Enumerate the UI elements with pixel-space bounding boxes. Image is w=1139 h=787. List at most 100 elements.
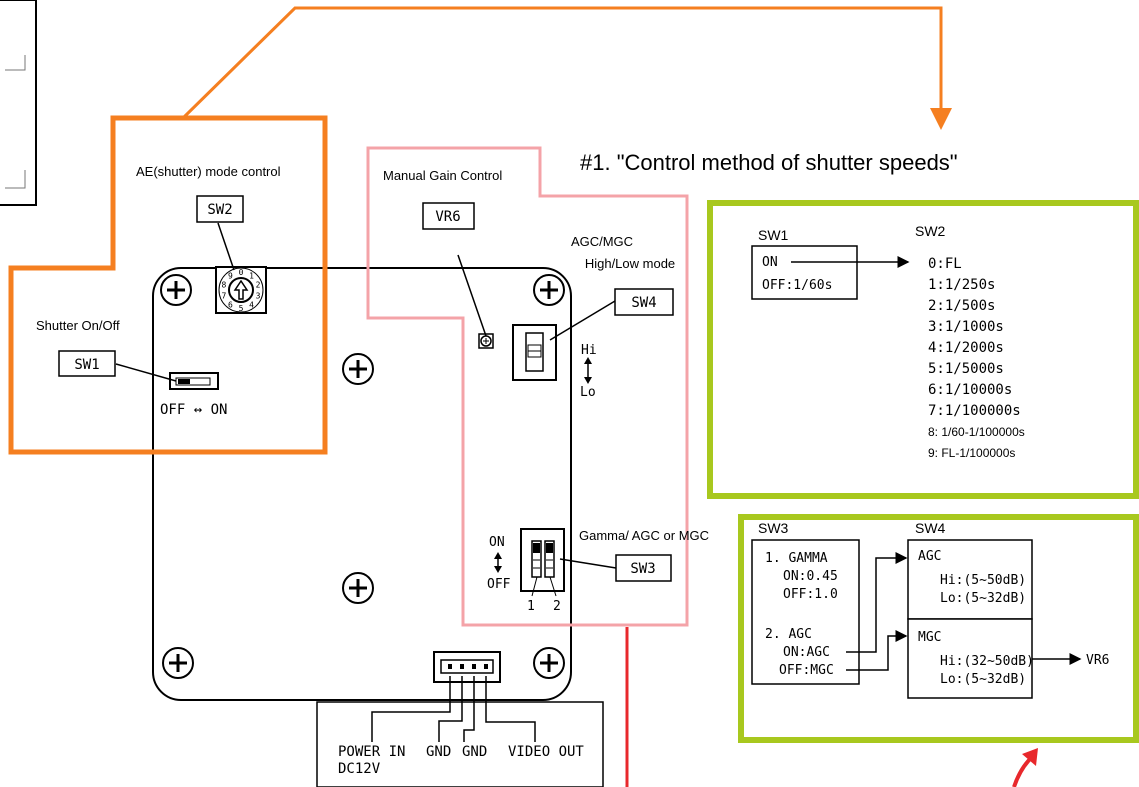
sw4-tag-box — [614, 288, 674, 316]
dial-digit: 1 — [249, 271, 254, 280]
sw3-tag: SW3 — [630, 561, 655, 577]
dial-digit: 4 — [249, 301, 254, 310]
vr6-tag-box — [422, 202, 475, 230]
pin2-label: 2 — [553, 599, 561, 614]
leader-lines — [115, 222, 617, 569]
dial-digit: 6 — [228, 301, 233, 310]
off-label: OFF — [487, 577, 511, 592]
shutter-speed-item: 7:1/100000s — [928, 403, 1021, 419]
screw-hole-bottom-right — [533, 647, 565, 679]
sw1-tag-box — [58, 350, 116, 377]
mgc-lo: Lo:(5~32dB) — [940, 672, 1026, 687]
orange-highlight-region — [8, 115, 328, 455]
video-out-label: VIDEO OUT — [508, 744, 584, 760]
shutter-speed-item: 3:1/1000s — [928, 319, 1004, 335]
high-low-label: High/Low mode — [585, 256, 675, 271]
sw1-on: ON — [762, 255, 778, 270]
red-arrow — [1012, 756, 1033, 787]
dial-digit: 2 — [256, 280, 261, 289]
agc-box — [907, 539, 1033, 620]
shutter-speed-item: 2:1/500s — [928, 298, 995, 314]
dc12v-label: DC12V — [338, 761, 381, 777]
shutter-speed-list: 0:FL 1:1/250s 2:1/500s 3:1/1000s 4:1/2000s 5:… — [928, 256, 1025, 460]
dial-digit: 5 — [239, 304, 244, 313]
gnd2-label: GND — [462, 744, 487, 760]
power-in-label: POWER IN — [338, 744, 405, 760]
sw2-tag-box — [196, 195, 244, 223]
sw1-off: OFF:1/60s — [762, 278, 832, 293]
pin1-label: 1 — [527, 599, 535, 614]
hi-label: Hi — [581, 343, 597, 358]
shutter-speed-item: 0:FL — [928, 256, 962, 272]
potentiometer-vr6 — [478, 333, 494, 349]
orange-callout-arrow — [181, 6, 952, 130]
agc-mgc-label: AGC/MGC — [571, 234, 633, 249]
gamma-agc-label: Gamma/ AGC or MGC — [579, 528, 709, 543]
mgc-hi: Hi:(32~50dB) — [940, 654, 1034, 669]
sw3-box — [751, 539, 860, 685]
dial-digit: 8 — [221, 280, 226, 289]
gnd1-label: GND — [426, 744, 451, 760]
sw1-tag: SW1 — [74, 357, 99, 373]
dial-digit: 0 — [239, 268, 244, 277]
shutter-speed-item: 9: FL-1/100000s — [928, 446, 1015, 460]
gamma-on: ON:0.45 — [783, 569, 838, 584]
on-label: ON — [489, 535, 505, 550]
lo-label: Lo — [580, 385, 596, 400]
agc-on: ON:AGC — [783, 645, 830, 660]
agc-box-title: AGC — [918, 549, 941, 564]
pinout-box — [316, 701, 604, 787]
sw1-box — [751, 245, 858, 300]
clipped-side-panel — [0, 0, 37, 206]
agc-hi: Hi:(5~50dB) — [940, 573, 1026, 588]
agc-off: OFF:MGC — [779, 663, 834, 678]
agc-off-arrow — [846, 630, 908, 671]
shutter-on-off-label: Shutter On/Off — [36, 318, 120, 333]
off-on-label: OFF ↔ ON — [160, 402, 227, 418]
board-labels: AE(shutter) mode control SW2 Shutter On/… — [36, 164, 709, 777]
shutter-speed-item: 8: 1/60-1/100000s — [928, 425, 1025, 439]
agc-on-arrow — [846, 552, 908, 653]
slide-switch-sw1 — [169, 372, 219, 390]
pinout-leads — [371, 676, 536, 742]
manual-gain-label: Manual Gain Control — [383, 168, 502, 183]
board-connector — [433, 651, 501, 683]
dial-digit: 7 — [221, 292, 226, 301]
ae-mode-label: AE(shutter) mode control — [136, 164, 281, 179]
switch-sw4 — [512, 324, 557, 381]
on-off-indicator — [494, 552, 502, 573]
sw4-header: SW4 — [915, 520, 946, 536]
red-arrowhead — [1022, 748, 1038, 766]
sw1-header: SW1 — [758, 227, 789, 243]
shutter-speed-item: 4:1/2000s — [928, 340, 1004, 356]
sw4-tag: SW4 — [631, 295, 656, 311]
screw-hole-mid-left — [342, 353, 374, 385]
shutter-method-note: #1. "Control method of shutter speeds" — [580, 150, 958, 175]
shutter-speed-item: 1:1/250s — [928, 277, 995, 293]
sw3-header: SW3 — [758, 520, 789, 536]
dial-digit: 9 — [228, 271, 233, 280]
sw2-tag: SW2 — [207, 202, 232, 218]
gamma-title: 1. GAMMA — [765, 551, 828, 566]
screw-hole-top-left — [160, 274, 192, 306]
screw-holes — [160, 274, 565, 679]
mgc-box-title: MGC — [918, 630, 941, 645]
sw3-tag-box — [615, 554, 672, 582]
camera-board — [152, 267, 572, 701]
dial-digit: 3 — [256, 292, 261, 301]
pink-highlight-region — [366, 146, 689, 627]
shutter-table: SW1 SW2 ON OFF:1/60s 0:FL 1:1/250s 2:1/500… — [751, 223, 1025, 460]
gain-table: SW3 SW4 1. GAMMA ON:0.45 OFF:1.0 2. AGC … — [751, 520, 1109, 699]
shutter-speed-item: 6:1/10000s — [928, 382, 1012, 398]
sw2-header: SW2 — [915, 223, 946, 239]
agc-lo: Lo:(5~32dB) — [940, 591, 1026, 606]
mgc-box — [907, 618, 1033, 699]
dip-switch-sw3 — [520, 528, 565, 597]
shutter-speed-item: 5:1/5000s — [928, 361, 1004, 377]
agc-title: 2. AGC — [765, 627, 812, 642]
gamma-off: OFF:1.0 — [783, 587, 838, 602]
vr6-target: VR6 — [1086, 653, 1109, 668]
